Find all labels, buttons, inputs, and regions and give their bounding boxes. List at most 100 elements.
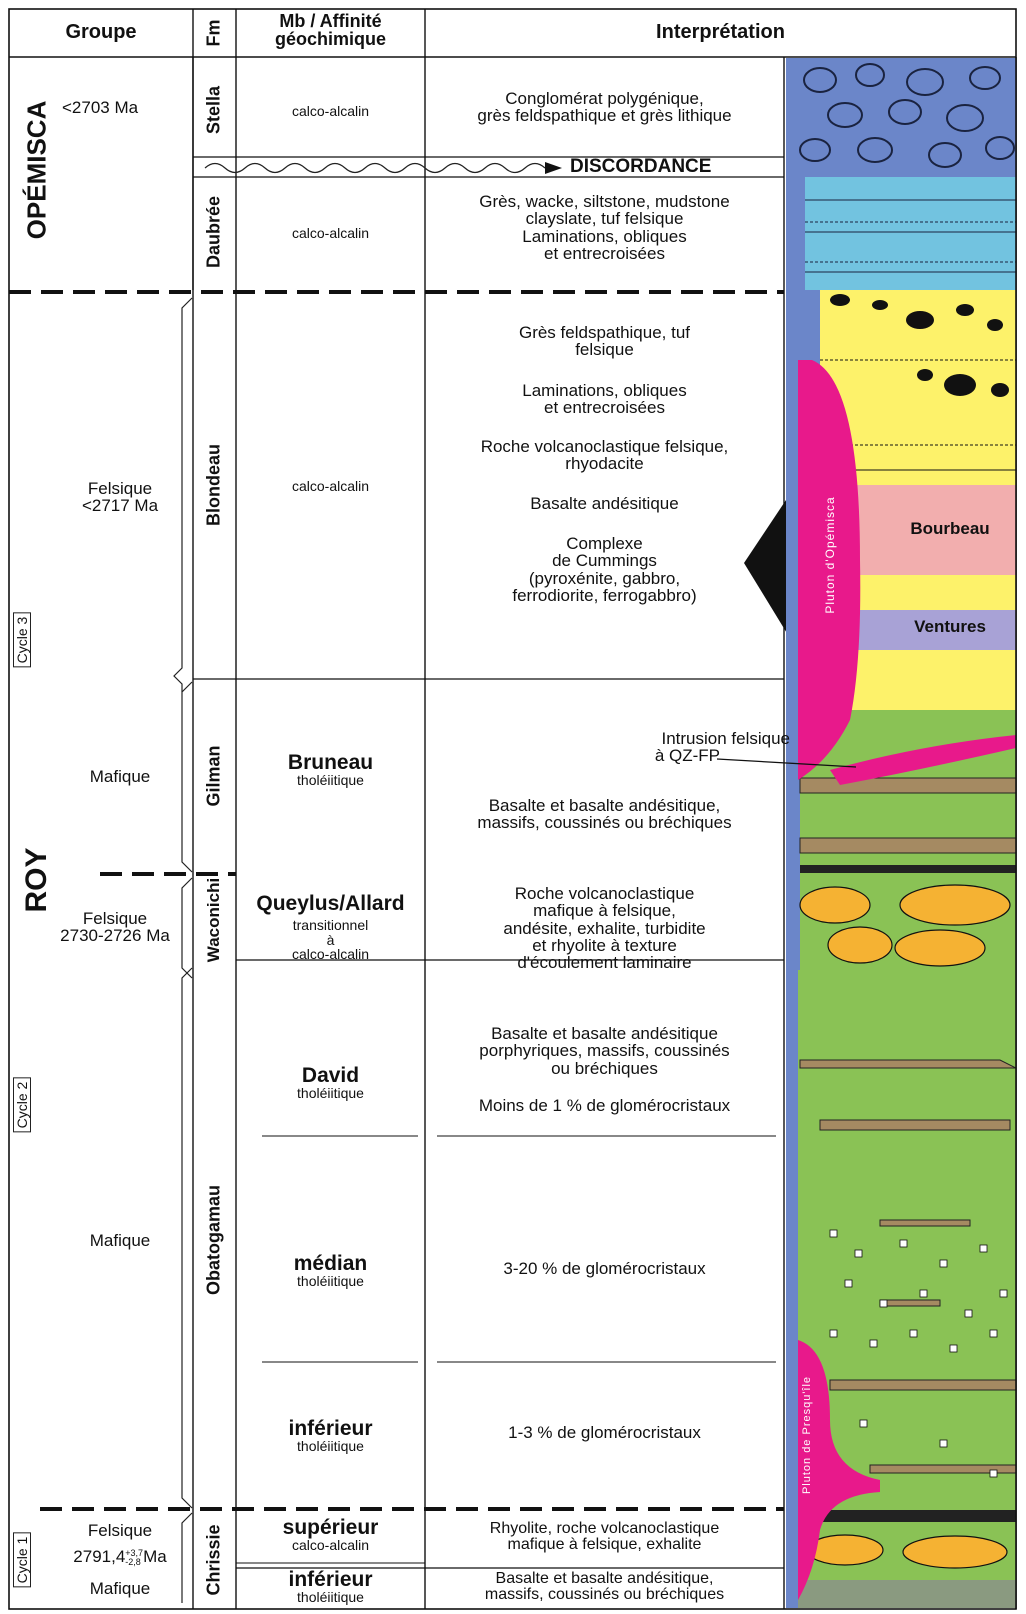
header-mb-line1: Mb / Affinité [236, 12, 425, 30]
interp-stella-1: Conglomérat polygénique, [425, 90, 784, 107]
interp-chrissie-inferieur: Basalte et basalte andésitique, massifs,… [425, 1571, 784, 1604]
chrissie-age-minus: -2,8 [125, 1558, 143, 1567]
interp-david-2: porphyriques, massifs, coussinés [425, 1042, 784, 1059]
inferieur-chr-label: inférieur [236, 1569, 425, 1590]
interp-blondeau-5: Roche volcanoclastique felsique, [425, 438, 784, 455]
header-mb: Mb / Affinité géochimique [236, 12, 425, 49]
roy-felsique-1: Felsique <2717 Ma [60, 480, 180, 515]
interp-blondeau-8: Complexe [425, 535, 784, 552]
median-label: médian [236, 1253, 425, 1274]
interp-qzfp-2: à QZ-FP [600, 747, 790, 764]
fm-gilman: Gilman [204, 745, 225, 806]
fm-daubree: Daubrée [204, 196, 225, 268]
cycle-3-label: Cycle 3 [13, 613, 31, 668]
fm-chrissie: Chrissie [204, 1524, 225, 1595]
interp-daubree-2: clayslate, tuf felsique [425, 210, 784, 227]
label-bourbeau: Bourbeau [890, 520, 1010, 537]
interp-blondeau-11: ferrodiorite, ferrogabbro) [425, 587, 784, 604]
interp-blondeau-1: Grès feldspathique, tuf [425, 324, 784, 341]
david-label: David [236, 1065, 425, 1086]
interp-waconichi-5: d'écoulement laminaire [425, 954, 784, 971]
member-david: David tholéiitique [236, 1065, 425, 1101]
interp-david: Basalte et basalte andésitique porphyriq… [425, 1025, 784, 1077]
label-ventures: Ventures [890, 618, 1010, 635]
inferieur-obat-affinity: tholéiitique [236, 1439, 425, 1453]
interp-waconichi-3: andésite, exhalite, turbidite [425, 920, 784, 937]
blondeau-affinity: calco-alcalin [236, 479, 425, 493]
interp-blondeau-c: Roche volcanoclastique felsique, rhyodac… [425, 438, 784, 473]
interp-blondeau-b: Laminations, obliques et entrecroisées [425, 382, 784, 417]
roy-felsique-2-age: 2730-2726 Ma [40, 927, 190, 944]
header-interpretation: Interprétation [425, 22, 1016, 42]
interp-stella-2: grès feldspathique et grès lithique [425, 107, 784, 124]
roy-mafique-1: Mafique [60, 768, 180, 785]
stella-affinity: calco-alcalin [236, 104, 425, 118]
interp-superieur: Rhyolite, roche volcanoclastique mafique… [425, 1521, 784, 1554]
interp-blondeau-d: Basalte andésitique [425, 495, 784, 512]
superieur-affinity: calco-alcalin [236, 1538, 425, 1552]
interp-gilman-1: Basalte et basalte andésitique, [425, 797, 784, 814]
interp-daubree-1: Grès, wacke, siltstone, mudstone [425, 193, 784, 210]
member-inferieur-chrissie: inférieur tholéiitique [236, 1569, 425, 1605]
interp-chr-inf-1: Basalte et basalte andésitique, [425, 1571, 784, 1587]
member-median: médian tholéiitique [236, 1253, 425, 1289]
inferieur-chr-affinity: tholéiitique [236, 1590, 425, 1604]
queylus-label: Queylus/Allard [236, 893, 425, 914]
interp-superieur-2: mafique à felsique, exhalite [425, 1537, 784, 1553]
queylus-affinity-1: transitionnel [236, 918, 425, 932]
interp-david-1: Basalte et basalte andésitique [425, 1025, 784, 1042]
fm-blondeau: Blondeau [204, 444, 225, 526]
member-inferieur-obatogamau: inférieur tholéiitique [236, 1418, 425, 1454]
interp-gilman: Basalte et basalte andésitique, massifs,… [425, 797, 784, 832]
fm-waconichi: Waconichi [204, 878, 224, 962]
cycle-2-label: Cycle 2 [13, 1078, 31, 1133]
interp-david-3: ou bréchiques [425, 1060, 784, 1077]
interp-daubree-4: et entrecroisées [425, 245, 784, 262]
interp-david-4: Moins de 1 % de glomérocristaux [425, 1097, 784, 1114]
fm-stella: Stella [204, 86, 225, 134]
interp-waconichi: Roche volcanoclastique mafique à felsiqu… [425, 885, 784, 972]
interp-daubree: Grès, wacke, siltstone, mudstone claysla… [425, 193, 784, 262]
inferieur-obat-label: inférieur [236, 1418, 425, 1439]
group-opemisca: OPÉMISCA [22, 101, 53, 240]
chrissie-felsique: Felsique [55, 1522, 185, 1539]
aqua-sandstone-band [805, 177, 1016, 290]
header-groupe: Groupe [9, 22, 193, 42]
interp-blondeau-4: et entrecroisées [425, 399, 784, 416]
header-mb-line2: géochimique [236, 30, 425, 48]
member-superieur: supérieur calco-alcalin [236, 1517, 425, 1553]
roy-felsique-2-label: Felsique [40, 910, 190, 927]
chrissie-mafique: Mafique [55, 1580, 185, 1597]
discordance-label: DISCORDANCE [570, 157, 784, 176]
chrissie-age-unit: Ma [143, 1547, 167, 1566]
roy-felsique-1-age: <2717 Ma [60, 497, 180, 514]
interp-waconichi-4: et rhyolite à texture [425, 937, 784, 954]
fm-obatogamau: Obatogamau [204, 1185, 225, 1295]
daubree-affinity: calco-alcalin [236, 226, 425, 240]
interp-blondeau-10: (pyroxénite, gabbro, [425, 570, 784, 587]
label-pluton-presquile: Pluton de Presqu'île [801, 1376, 813, 1494]
queylus-affinity-3: calco-alcalin [236, 947, 425, 961]
cycle-1-label: Cycle 1 [13, 1533, 31, 1588]
group-roy: ROY [20, 847, 54, 912]
roy-mafique-2: Mafique [60, 1232, 180, 1249]
chrissie-age-base: 2791,4 [73, 1547, 125, 1566]
interp-chr-inf-2: massifs, coussinés ou bréchiques [425, 1587, 784, 1603]
interp-median: 3-20 % de glomérocristaux [425, 1260, 784, 1277]
interp-qzfp: Intrusion felsique à QZ-FP [600, 730, 790, 765]
interp-blondeau-3: Laminations, obliques [425, 382, 784, 399]
interp-superieur-1: Rhyolite, roche volcanoclastique [425, 1521, 784, 1537]
label-pluton-opemisca: Pluton d'Opémisca [823, 496, 837, 613]
interp-qzfp-1: Intrusion felsique [600, 730, 790, 747]
queylus-affinity-2: à [236, 933, 425, 947]
superieur-label: supérieur [236, 1517, 425, 1538]
interp-inferieur: 1-3 % de glomérocristaux [425, 1424, 784, 1441]
opemisca-age: <2703 Ma [62, 99, 182, 116]
interp-blondeau-2: felsique [425, 341, 784, 358]
interp-waconichi-2: mafique à felsique, [425, 902, 784, 919]
bruneau-label: Bruneau [236, 752, 425, 773]
bruneau-affinity: tholéiitique [236, 773, 425, 787]
interp-stella: Conglomérat polygénique, grès feldspathi… [425, 90, 784, 125]
interp-blondeau-9: de Cummings [425, 552, 784, 569]
